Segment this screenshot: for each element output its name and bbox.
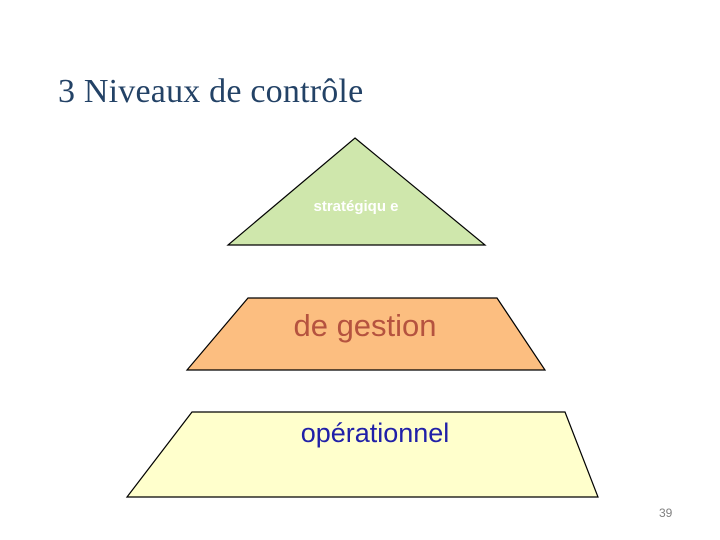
pyramid-level-strategique-label: stratégiqu e [313, 198, 399, 215]
pyramid-level-operationnel-label: opérationnel [300, 418, 450, 448]
page-title: 3 Niveaux de contrôle [58, 73, 364, 110]
pyramid-level-gestion-label: de gestion [293, 308, 437, 343]
page-number: 39 [659, 506, 673, 520]
pyramid-level-gestion-shape[interactable] [185, 297, 547, 371]
pyramid-level-strategique-shape[interactable] [226, 137, 487, 246]
pyramid-level-operationnel-shape[interactable] [125, 411, 599, 498]
